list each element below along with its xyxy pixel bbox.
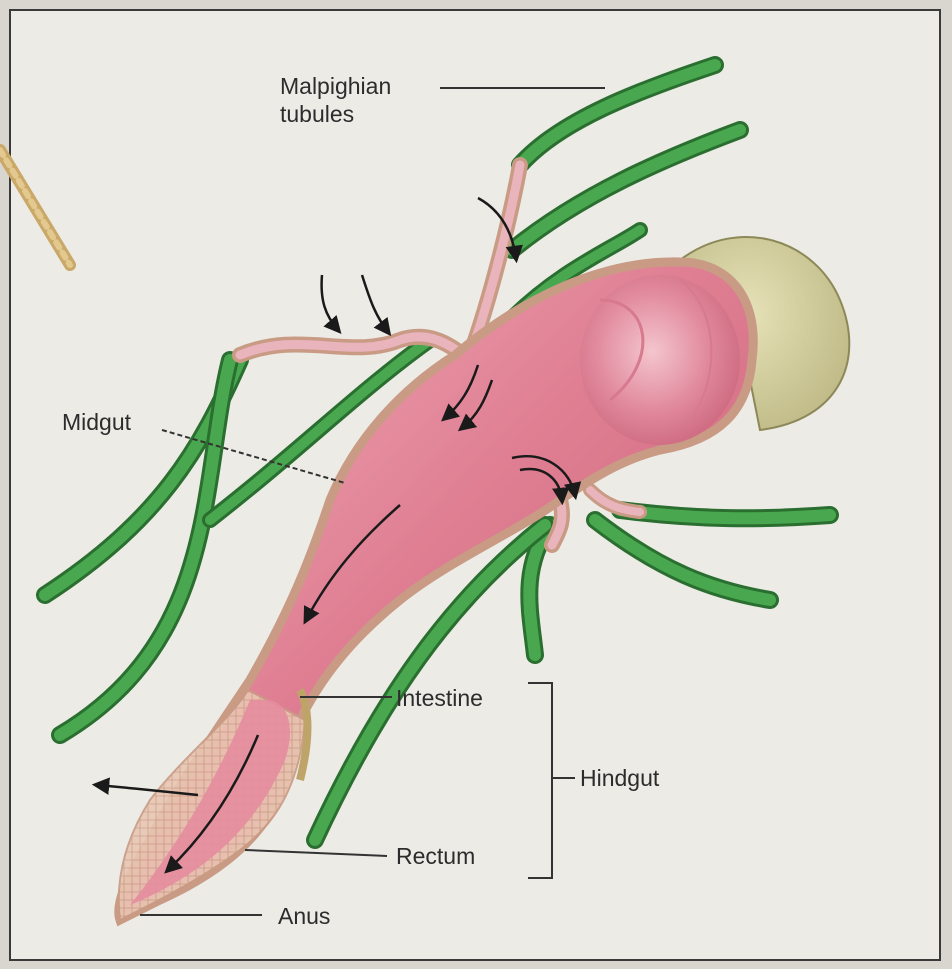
label-malpighian-line1: Malpighian bbox=[280, 73, 391, 99]
label-malpighian-line2: tubules bbox=[280, 101, 354, 127]
label-rectum: Rectum bbox=[396, 842, 475, 870]
label-hindgut: Hindgut bbox=[580, 764, 659, 792]
label-intestine: Intestine bbox=[396, 684, 483, 712]
label-midgut: Midgut bbox=[62, 408, 131, 436]
label-anus: Anus bbox=[278, 902, 330, 930]
label-malpighian-tubules: Malpighian tubules bbox=[280, 72, 450, 128]
